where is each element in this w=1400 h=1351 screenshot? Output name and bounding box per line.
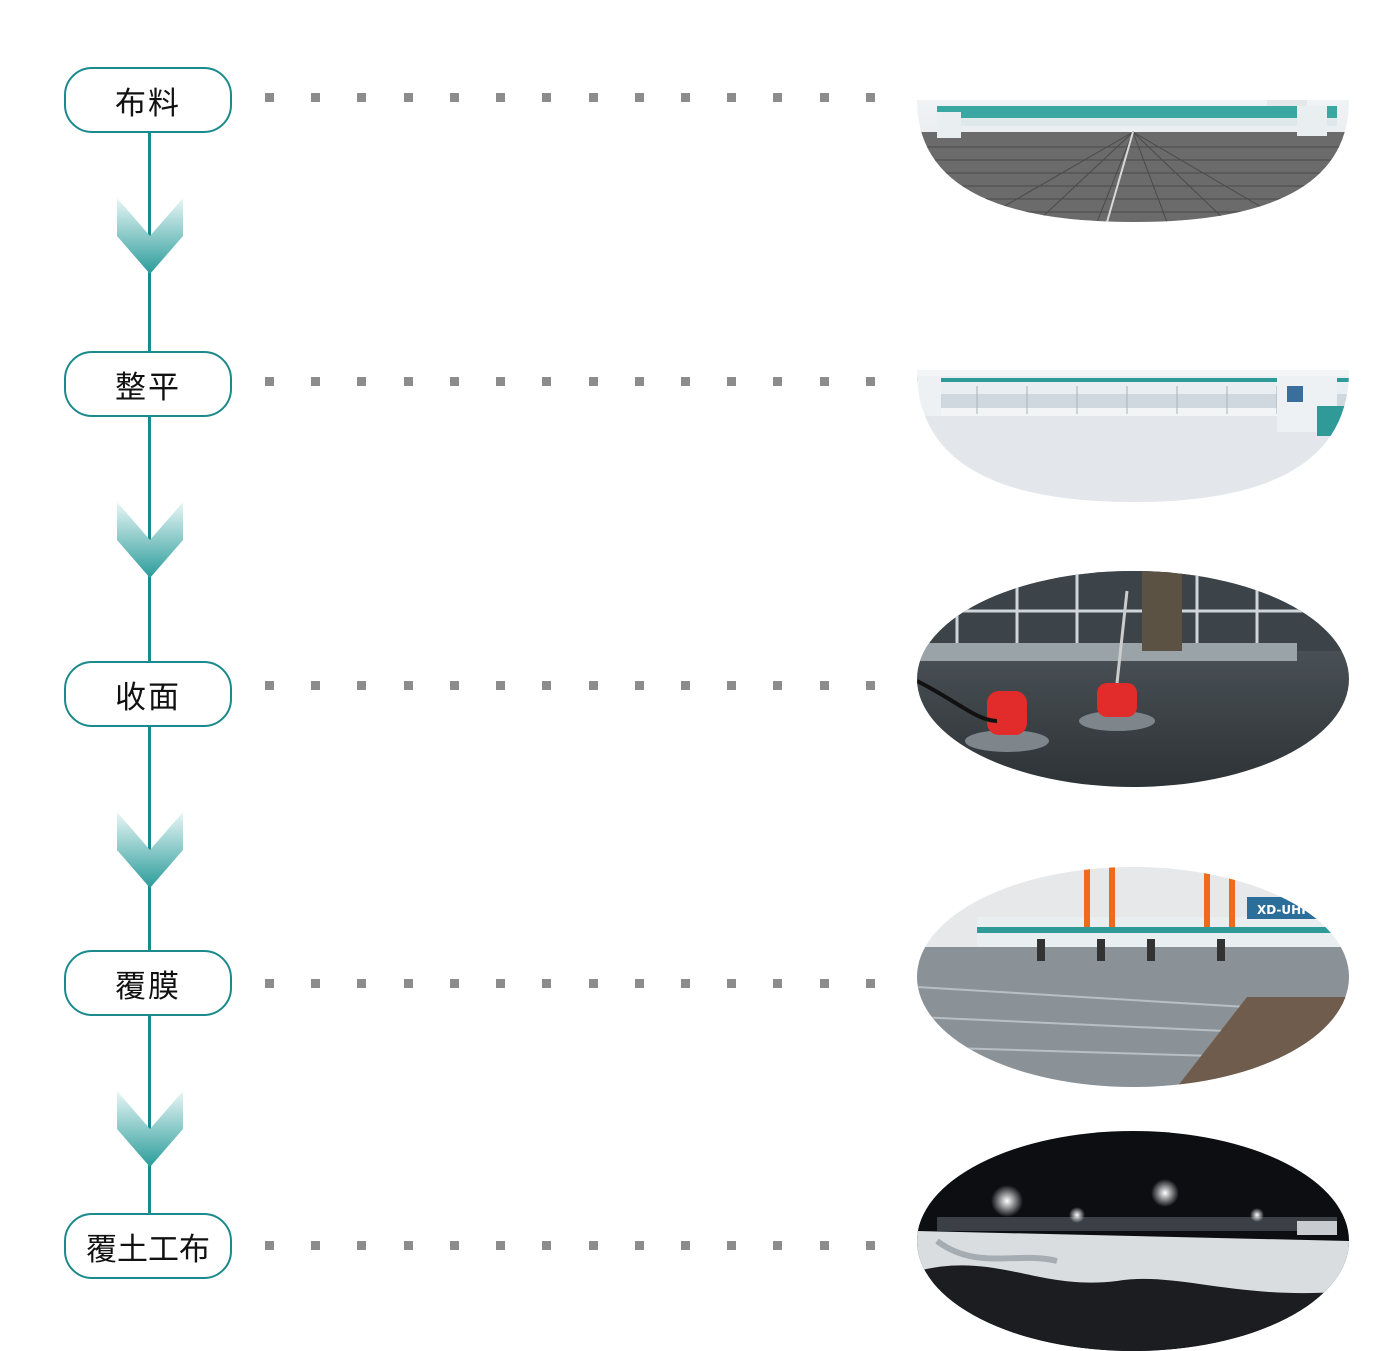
leader-dot bbox=[865, 681, 875, 690]
dotted-leader bbox=[265, 979, 875, 989]
leader-dot bbox=[357, 681, 367, 690]
leader-dot bbox=[773, 377, 783, 386]
leader-dot bbox=[727, 1241, 737, 1250]
leader-dot bbox=[449, 377, 459, 386]
leader-dot bbox=[634, 979, 644, 988]
leader-dot bbox=[496, 1241, 506, 1250]
leader-dot bbox=[588, 93, 598, 102]
leader-dot bbox=[403, 93, 413, 102]
step-box-1: 布料 bbox=[64, 67, 232, 133]
dotted-leader bbox=[265, 1241, 875, 1251]
leader-dot bbox=[819, 681, 829, 690]
leader-dot bbox=[634, 1241, 644, 1250]
leader-dot bbox=[542, 1241, 552, 1250]
leader-dot bbox=[265, 93, 274, 102]
leader-dot bbox=[865, 377, 875, 386]
leader-dot bbox=[588, 681, 598, 690]
leader-dot bbox=[496, 681, 506, 690]
leader-dot bbox=[542, 979, 552, 988]
leader-dot bbox=[727, 979, 737, 988]
leader-dot bbox=[449, 1241, 459, 1250]
dotted-leader bbox=[265, 377, 875, 387]
down-chevron-icon bbox=[117, 198, 183, 274]
leader-dot bbox=[819, 979, 829, 988]
banner-text-2: 覆 bbox=[1322, 903, 1336, 918]
leader-dot bbox=[265, 979, 274, 988]
step-box-3: 收面 bbox=[64, 661, 232, 727]
leader-dot bbox=[449, 681, 459, 690]
leader-dot bbox=[542, 93, 552, 102]
leader-dot bbox=[680, 681, 690, 690]
step-box-5: 覆土工布 bbox=[64, 1213, 232, 1279]
leader-dot bbox=[865, 93, 875, 102]
photo-film-covering: XD-UHPC 覆 bbox=[917, 867, 1349, 1087]
down-chevron-icon bbox=[117, 502, 183, 578]
leader-dot bbox=[819, 377, 829, 386]
leader-dot bbox=[265, 681, 274, 690]
leader-dot bbox=[265, 1241, 274, 1250]
photo-geotextile-covering bbox=[917, 1131, 1349, 1351]
leader-dot bbox=[542, 681, 552, 690]
leader-dot bbox=[449, 93, 459, 102]
photo-finishing bbox=[917, 571, 1349, 787]
leader-dot bbox=[588, 1241, 598, 1250]
leader-dot bbox=[819, 1241, 829, 1250]
leader-dot bbox=[727, 377, 737, 386]
leader-dot bbox=[773, 681, 783, 690]
leader-dot bbox=[403, 681, 413, 690]
step-label: 覆膜 bbox=[115, 968, 181, 1005]
dotted-leader bbox=[265, 93, 875, 103]
leader-dot bbox=[311, 93, 321, 102]
leader-dot bbox=[357, 979, 367, 988]
leader-dot bbox=[403, 1241, 413, 1250]
leader-dot bbox=[588, 979, 598, 988]
photo-leveling bbox=[917, 370, 1349, 502]
step-box-4: 覆膜 bbox=[64, 950, 232, 1016]
leader-dot bbox=[449, 979, 459, 988]
leader-dot bbox=[588, 377, 598, 386]
leader-dot bbox=[634, 681, 644, 690]
leader-dot bbox=[727, 93, 737, 102]
leader-dot bbox=[496, 377, 506, 386]
step-label: 覆土工布 bbox=[86, 1231, 210, 1268]
leader-dot bbox=[357, 377, 367, 386]
leader-dot bbox=[357, 1241, 367, 1250]
leader-dot bbox=[819, 93, 829, 102]
leader-dot bbox=[357, 93, 367, 102]
leader-dot bbox=[865, 1241, 875, 1250]
step-label: 收面 bbox=[115, 679, 181, 716]
leader-dot bbox=[680, 1241, 690, 1250]
leader-dot bbox=[311, 1241, 321, 1250]
photo-distribution bbox=[917, 100, 1349, 222]
leader-dot bbox=[265, 377, 274, 386]
dotted-leader bbox=[265, 681, 875, 691]
leader-dot bbox=[311, 979, 321, 988]
leader-dot bbox=[865, 979, 875, 988]
leader-dot bbox=[311, 681, 321, 690]
step-label: 整平 bbox=[115, 369, 181, 406]
leader-dot bbox=[773, 93, 783, 102]
leader-dot bbox=[727, 681, 737, 690]
leader-dot bbox=[680, 979, 690, 988]
leader-dot bbox=[680, 93, 690, 102]
leader-dot bbox=[773, 979, 783, 988]
down-chevron-icon bbox=[117, 812, 183, 888]
leader-dot bbox=[311, 377, 321, 386]
leader-dot bbox=[403, 377, 413, 386]
banner-text: XD-UHPC bbox=[1257, 903, 1319, 917]
down-chevron-icon bbox=[117, 1091, 183, 1167]
leader-dot bbox=[496, 979, 506, 988]
leader-dot bbox=[634, 93, 644, 102]
leader-dot bbox=[542, 377, 552, 386]
step-box-2: 整平 bbox=[64, 351, 232, 417]
leader-dot bbox=[773, 1241, 783, 1250]
flow-connector bbox=[148, 727, 151, 951]
step-label: 布料 bbox=[115, 85, 181, 122]
leader-dot bbox=[680, 377, 690, 386]
leader-dot bbox=[403, 979, 413, 988]
leader-dot bbox=[634, 377, 644, 386]
leader-dot bbox=[496, 93, 506, 102]
flow-connector bbox=[148, 1016, 151, 1214]
